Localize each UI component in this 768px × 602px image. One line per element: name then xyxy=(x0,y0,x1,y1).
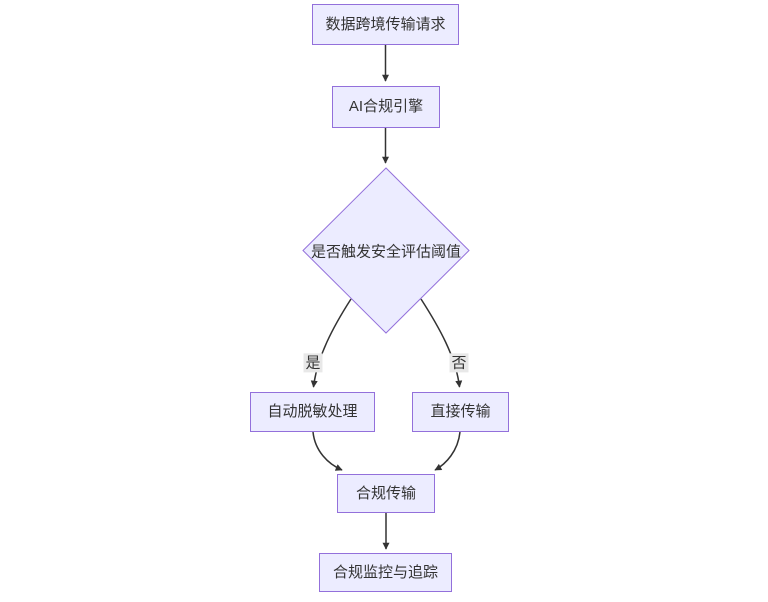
node-ai-engine-label: AI合规引擎 xyxy=(348,98,424,115)
edge-label-yes: 是 xyxy=(303,353,323,373)
node-desensitize-label: 自动脱敏处理 xyxy=(267,403,358,420)
node-ai-engine: AI合规引擎 xyxy=(332,86,440,128)
node-data-request: 数据跨境传输请求 xyxy=(312,4,459,45)
node-monitor-trace-label: 合规监控与追踪 xyxy=(332,563,438,581)
node-compliant-transfer-label: 合规传输 xyxy=(355,484,416,502)
edge-desensitize-to-transfer xyxy=(312,431,343,471)
node-decision-label: 是否触发安全评估阈值 xyxy=(310,243,462,261)
edge-decision-no-to-direct xyxy=(420,298,463,388)
node-monitor-trace: 合规监控与追踪 xyxy=(319,553,452,592)
node-data-request-label: 数据跨境传输请求 xyxy=(325,15,446,33)
node-direct-transfer: 直接传输 xyxy=(412,392,509,432)
edge-label-no: 否 xyxy=(449,353,469,373)
node-compliant-transfer: 合规传输 xyxy=(337,474,435,513)
node-direct-transfer-label: 直接传输 xyxy=(430,403,491,420)
decision-diamond-shape xyxy=(302,167,470,334)
node-desensitize: 自动脱敏处理 xyxy=(250,392,375,432)
edge-direct-to-transfer xyxy=(434,431,461,471)
edge-decision-yes-to-desensitize xyxy=(310,298,352,388)
